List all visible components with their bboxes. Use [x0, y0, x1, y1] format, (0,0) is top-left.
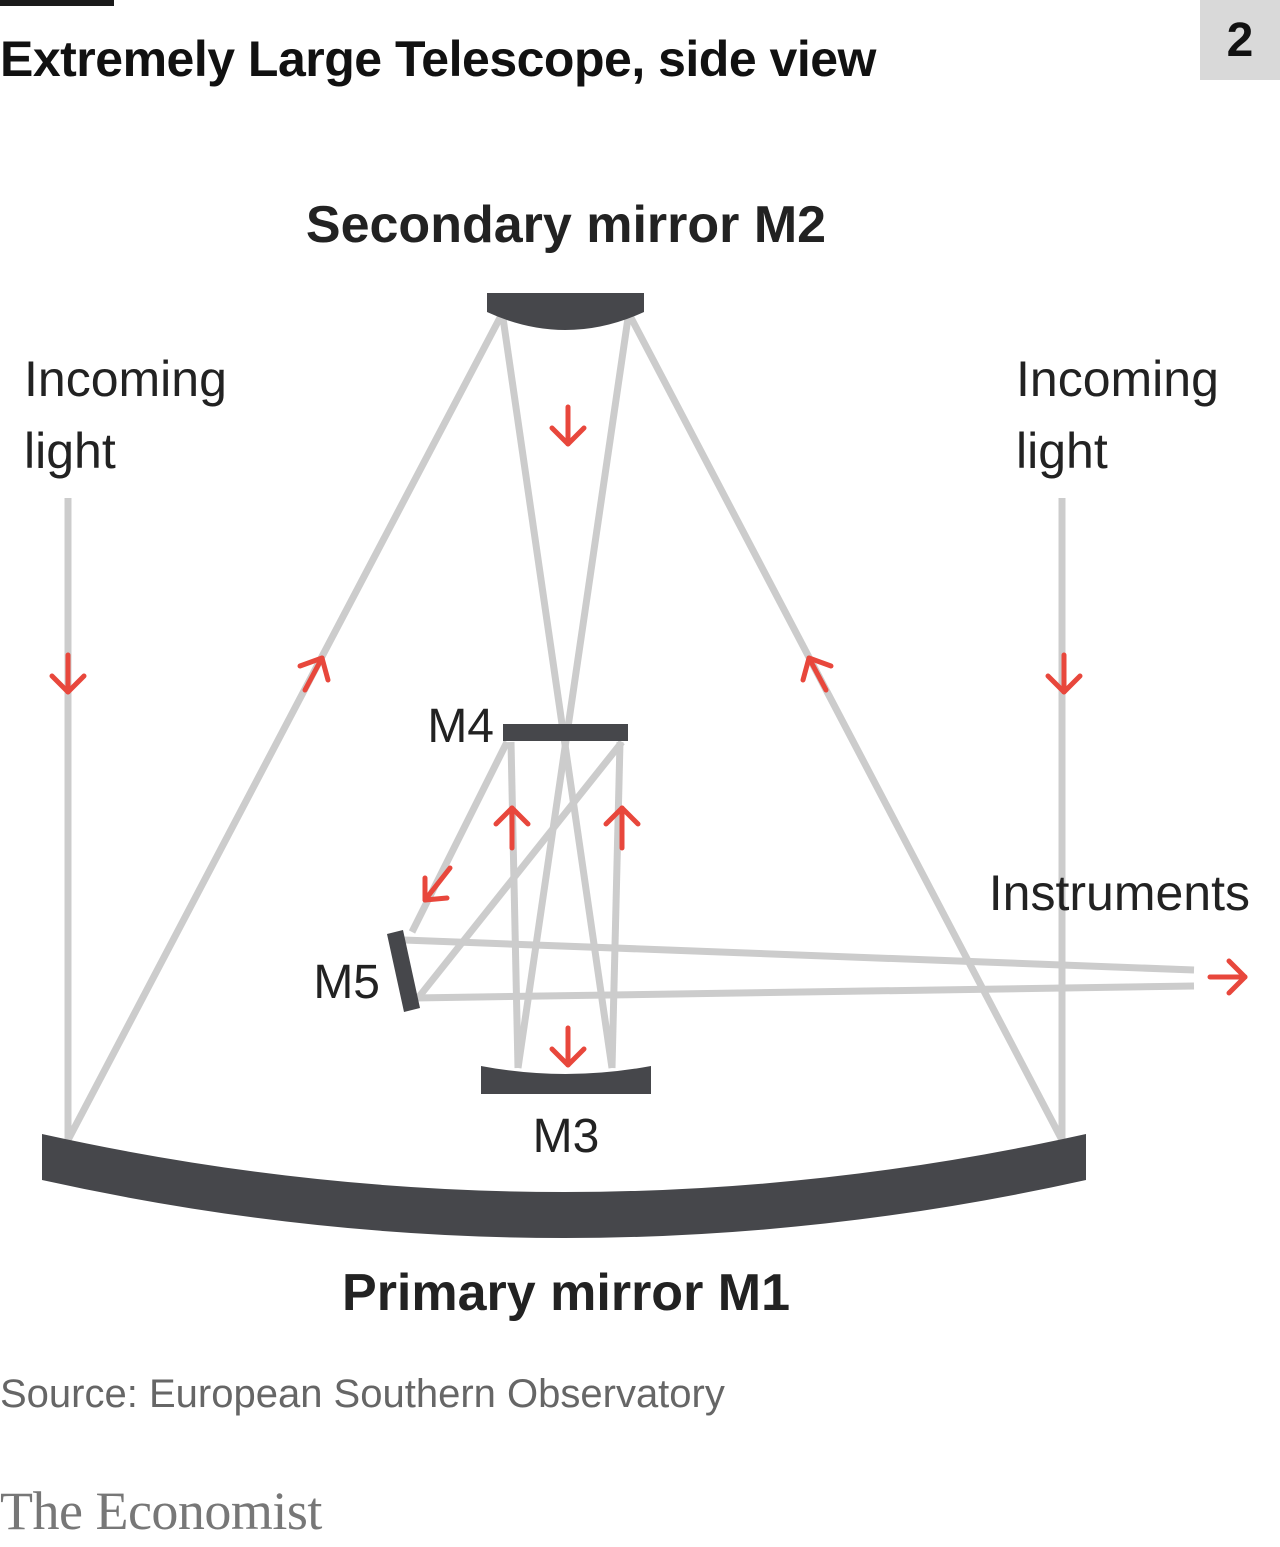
label-incoming-light-right-line2: light [1016, 423, 1108, 479]
label-m4: M4 [427, 700, 494, 753]
beam-m1-to-m2-left [64, 310, 507, 1142]
arrow-up-m4-left [493, 805, 531, 851]
secondary-mirror-m2 [487, 293, 644, 330]
arrow-up-left-diagonal [297, 655, 331, 693]
arrow-down-m3 [549, 1025, 587, 1068]
label-m5: M5 [313, 956, 380, 1009]
source-note: Source: European Southern Observatory [0, 1372, 725, 1416]
label-instruments: Instruments [989, 865, 1250, 921]
beam-m4-to-m5-lower [415, 739, 625, 1001]
label-primary-mirror: Primary mirror M1 [342, 1264, 790, 1322]
label-incoming-light-left-line2: light [24, 423, 116, 479]
top-rule [0, 0, 114, 6]
label-incoming-light-right-line1: Incoming [1016, 351, 1219, 407]
arrow-down-to-m5 [422, 865, 453, 903]
quaternary-mirror-m4 [503, 724, 628, 741]
arrow-up-right-diagonal [800, 655, 834, 693]
primary-mirror-m1 [42, 1134, 1086, 1238]
label-incoming-light-left-line1: Incoming [24, 351, 227, 407]
direction-arrows [49, 404, 1248, 1068]
tertiary-mirror-m3 [481, 1066, 651, 1094]
arrow-down-left-incoming [49, 652, 87, 695]
arrow-down-right-incoming [1045, 652, 1083, 695]
mirrors [42, 293, 1086, 1238]
beam-m1-to-m2-right [624, 310, 1066, 1142]
figure-number-badge: 2 [1200, 0, 1280, 80]
beam-m3-to-m4-right [608, 741, 624, 1069]
arrow-up-m4-right [603, 805, 641, 851]
chart-title: Extremely Large Telescope, side view [0, 31, 876, 87]
brand-logo: The Economist [0, 1481, 322, 1541]
fifth-mirror-m5 [387, 930, 420, 1012]
beam-m3-to-m4-left [507, 741, 522, 1069]
light-beams [64, 310, 1195, 1142]
beam-m5-to-instruments-lower [413, 982, 1195, 1002]
beam-m2-to-m3-left [499, 317, 616, 1069]
arrow-right-instruments [1207, 958, 1248, 996]
arrow-down-m2 [549, 404, 587, 447]
label-secondary-mirror: Secondary mirror M2 [306, 196, 826, 254]
label-m3: M3 [533, 1110, 600, 1163]
beam-m5-to-instruments-upper [403, 936, 1195, 974]
